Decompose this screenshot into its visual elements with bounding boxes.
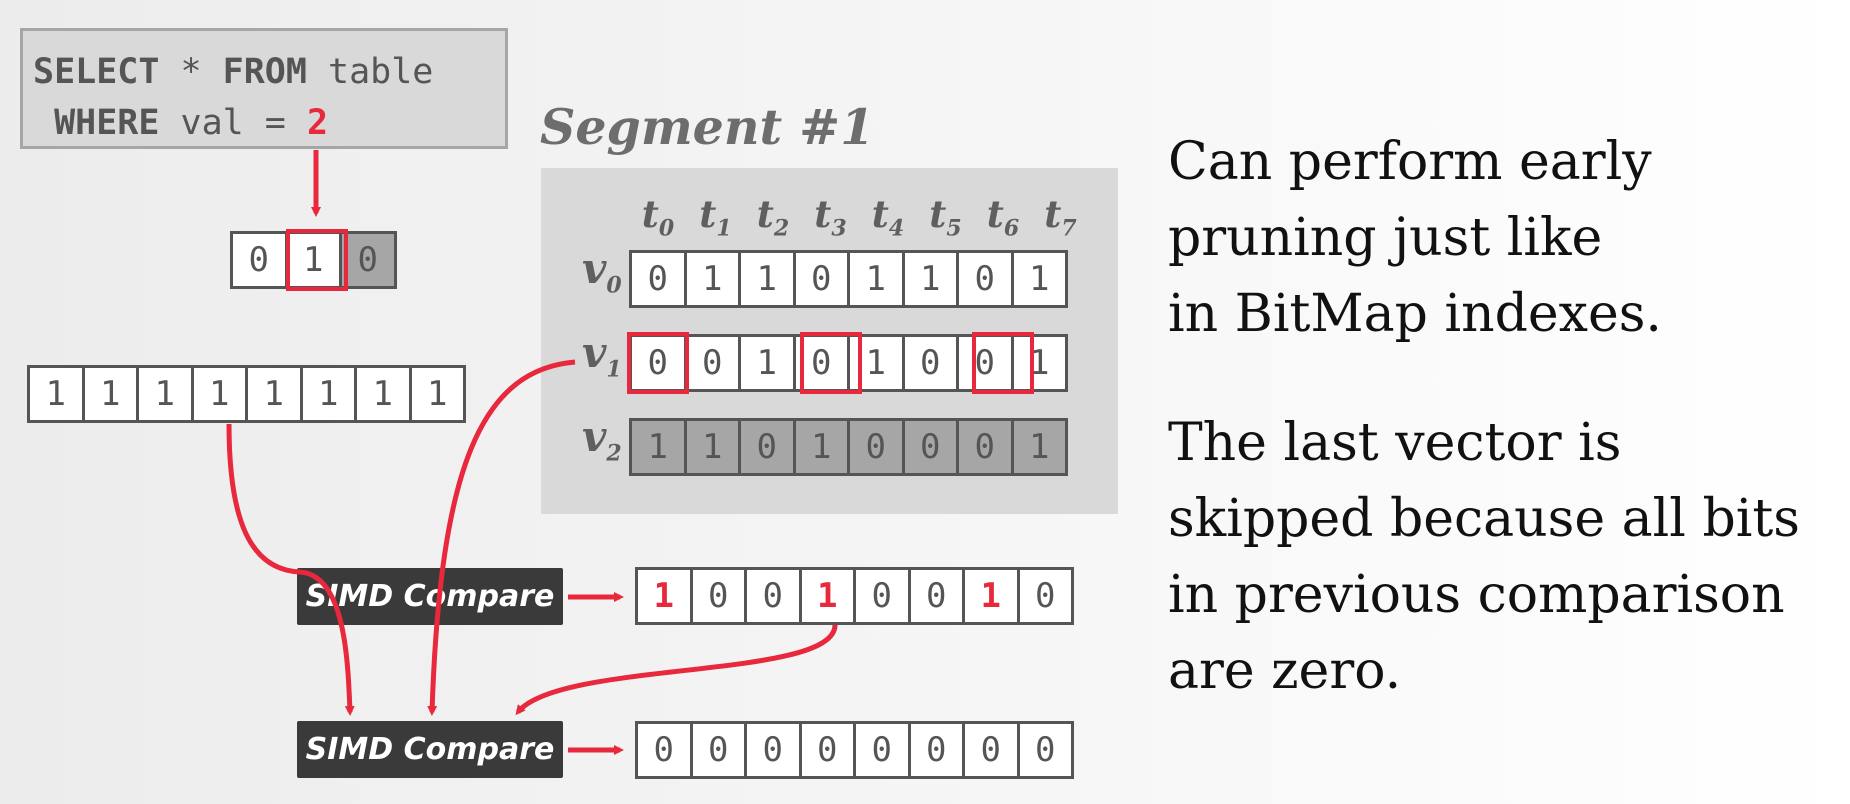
result-cell: 0 [907,567,965,625]
mask-cell: 1 [27,365,85,423]
condition: val = [159,103,307,143]
query-value: 2 [306,103,329,143]
result-cell: 0 [689,567,747,625]
tuple-label: t5 [929,192,962,242]
arrow-result1-to-compare2 [515,624,838,716]
sql-query-box: SELECT * FROM table WHERE val = 2 [20,28,508,149]
result-cell: 0 [962,721,1020,779]
result-cell: 1 [962,567,1020,625]
bit-cell: 1 [683,250,741,308]
simd-compare-2: SIMD Compare [297,721,563,778]
mask-cell: 1 [245,365,303,423]
mask-cell: 1 [408,365,466,423]
result-cell: 1 [635,567,693,625]
from-keyword: FROM [222,52,307,92]
bit-cell: 0 [683,334,741,392]
result-cell: 0 [907,721,965,779]
tuple-label: t3 [814,192,847,242]
bit-cell: 0 [847,418,905,476]
result-cell: 0 [1016,567,1074,625]
bit-cell: 1 [847,250,905,308]
bit-cell: 1 [1010,250,1068,308]
v1-highlight [799,332,862,394]
bit-cell: 1 [901,250,959,308]
result-cell: 0 [635,721,693,779]
tuple-label: t6 [986,192,1020,242]
result-cell: 0 [744,567,802,625]
vector-label: v2 [582,412,622,467]
tuple-label: t1 [699,192,732,242]
note-skipped: The last vector is skipped because all b… [1168,413,1800,701]
result-cell: 0 [744,721,802,779]
tuple-label: t7 [1044,192,1077,242]
dictionary-cell: 0 [230,231,288,289]
simd-compare-1: SIMD Compare [297,568,563,625]
vector-label: v1 [582,328,622,383]
bit-cell: 0 [629,250,687,308]
tuple-label: t4 [871,192,905,242]
bit-cell: 1 [738,250,796,308]
v1-highlight [972,332,1034,394]
result-cell: 1 [798,567,856,625]
result-cell: 0 [1016,721,1074,779]
bit-cell: 1 [738,334,796,392]
bit-cell: 1 [1010,418,1068,476]
tuple-label: t0 [641,192,675,242]
dictionary-cell: 0 [339,231,397,289]
tuple-label: t2 [756,192,790,242]
bit-cell: 1 [1010,334,1068,392]
bit-cell: 1 [683,418,741,476]
bit-cell: 0 [901,418,959,476]
result-cell: 0 [689,721,747,779]
vector-label: v0 [582,244,622,299]
result-cell: 0 [853,721,911,779]
bit-cell: 0 [956,418,1014,476]
mask-cell: 1 [136,365,194,423]
note-pruning: Can perform early pruning just like in B… [1168,132,1662,344]
dictionary-highlight [286,229,348,291]
v1-highlight [627,332,689,394]
mask-cell: 1 [354,365,412,423]
bit-cell: 0 [738,418,796,476]
result-cell: 0 [853,567,911,625]
select-keyword: SELECT [33,52,160,92]
mask-cell: 1 [81,365,139,423]
bit-cell: 0 [956,250,1014,308]
mask-cell: 1 [190,365,248,423]
star: * [159,52,223,92]
bit-cell: 0 [956,334,1014,392]
mask-cell: 1 [299,365,357,423]
result-cell: 0 [798,721,856,779]
bit-cell: 0 [792,250,850,308]
segment-title: Segment #1 [540,98,875,156]
bit-cell: 0 [901,334,959,392]
bit-cell: 1 [629,418,687,476]
table-name: table [306,52,434,92]
bit-cell: 1 [792,418,850,476]
where-keyword: WHERE [33,103,160,143]
